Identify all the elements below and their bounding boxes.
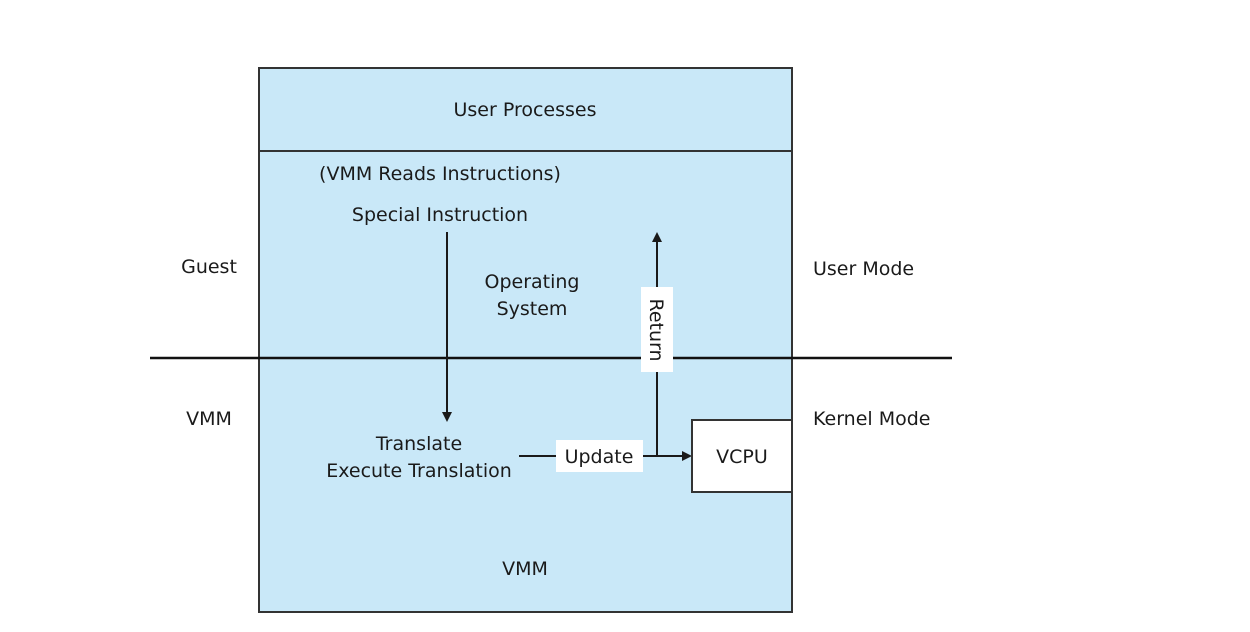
guest-side-label: Guest (181, 256, 237, 278)
vmm-side-label: VMM (186, 408, 232, 430)
user-processes-label: User Processes (453, 99, 596, 121)
kernel-mode-label: Kernel Mode (813, 408, 931, 430)
vcpu-box (691, 419, 793, 493)
system-box (258, 67, 793, 613)
update-label-bg (556, 440, 643, 472)
update-label: Update (565, 446, 634, 468)
user-mode-label: User Mode (813, 258, 914, 280)
special-instruction-label: Special Instruction (352, 204, 528, 226)
translate-label-line2: Execute Translation (326, 460, 512, 482)
operating-system-label-line1: Operating (485, 271, 580, 293)
vmm-box-label: VMM (502, 558, 548, 580)
return-label-bg (641, 287, 673, 372)
operating-system-label-line2: System (497, 298, 568, 320)
vmm-reads-label: (VMM Reads Instructions) (319, 163, 561, 185)
translate-label-line1: Translate (375, 433, 462, 455)
return-label: Return (645, 298, 667, 361)
vcpu-label: VCPU (716, 446, 768, 468)
